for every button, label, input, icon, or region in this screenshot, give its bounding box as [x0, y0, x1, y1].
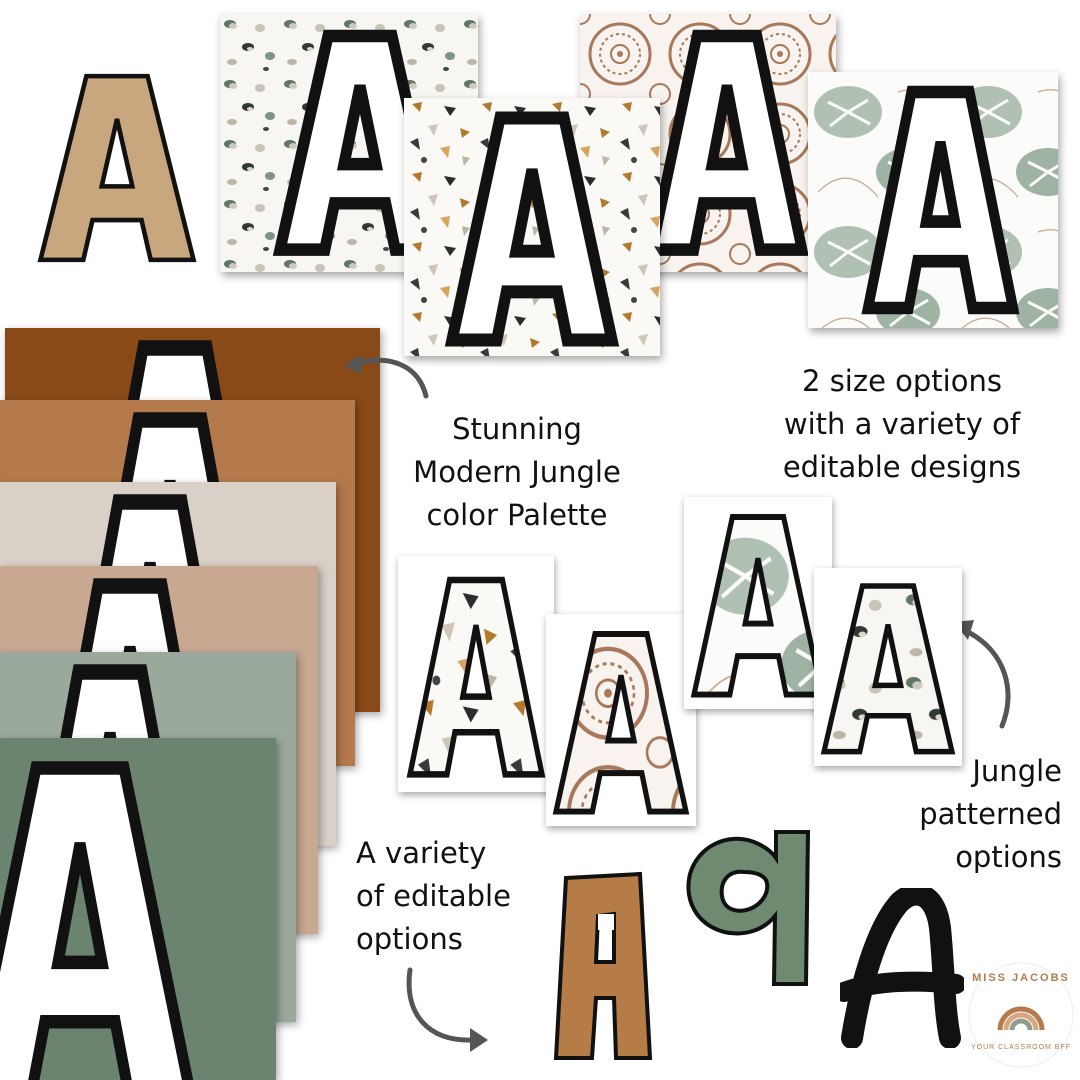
caption-editable: A variety of editable options: [356, 836, 511, 956]
terrazzo-pattern-tile: [404, 98, 660, 356]
tall-letter-a-tan: [553, 871, 653, 1060]
curved-arrow-icon: [406, 967, 488, 1052]
monstera-pattern-tile: [808, 72, 1058, 328]
lowercase-q-green: [686, 830, 811, 986]
curved-arrow-icon: [344, 354, 429, 399]
caption-patterned: Jungle patterned options: [919, 754, 1062, 874]
brand-logo: MISS JACOBS YOUR CLASSROOM BFF: [966, 960, 1076, 1070]
printable-monstera-card: [684, 497, 832, 709]
swatch-sage: [0, 738, 276, 1080]
script-letter-a-black: [840, 888, 964, 1048]
caption-sizes: 2 size options with a variety of editabl…: [782, 364, 1022, 484]
printable-terrazzo-card: [398, 556, 554, 792]
logo-name: MISS JACOBS: [972, 972, 1070, 984]
printable-leopard-card: [814, 568, 962, 766]
printable-mandala-card: [546, 614, 696, 826]
kraft-letter-a: [24, 70, 210, 266]
logo-tagline: YOUR CLASSROOM BFF: [970, 1044, 1072, 1051]
caption-palette: Stunning Modern Jungle color Palette: [413, 412, 621, 532]
